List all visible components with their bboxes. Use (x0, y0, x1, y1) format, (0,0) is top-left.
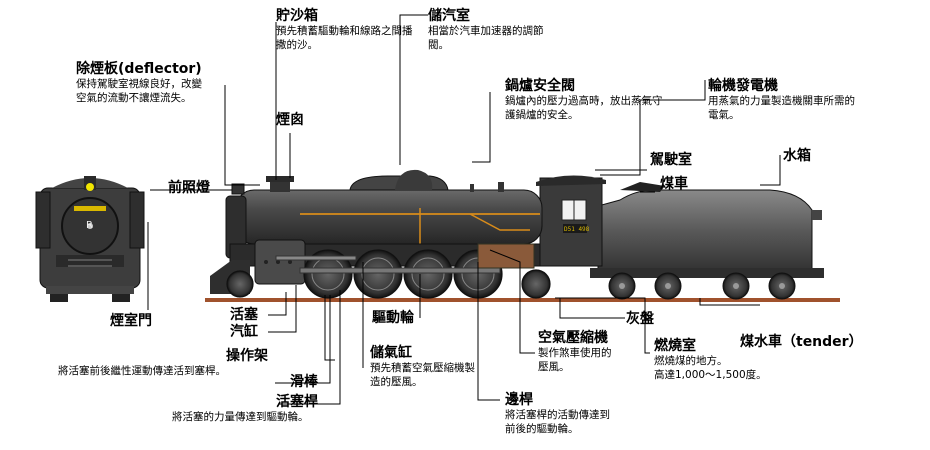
coal-bunker-title: 煤車 (660, 176, 688, 192)
rail (205, 298, 840, 302)
sand-box-desc: 預先積蓄驅動輪和線路之間播 撒的沙。 (276, 25, 413, 51)
label-cab: 駕駛室 (650, 152, 692, 168)
label-safety-valve: 鍋爐安全閥 鍋爐內的壓力過高時，放出蒸氣守 護鍋爐的安全。 (505, 78, 663, 122)
safety-valve-desc: 鍋爐內的壓力過高時，放出蒸氣守 護鍋爐的安全。 (505, 95, 663, 121)
tender-title: 煤水車（tender） (740, 334, 863, 350)
label-driving-wheel: 驅動輪 (372, 310, 414, 326)
label-ash-pan: 灰盤 (626, 311, 654, 327)
label-valve-gear-desc: 將活塞前後繼性運動傳達活到塞桿。 (58, 364, 226, 378)
front-view: R (35, 176, 145, 302)
air-reservoir-desc: 預先積蓄空氣壓縮機製 造的壓風。 (370, 362, 475, 388)
sand-box-title: 貯沙箱 (276, 8, 318, 24)
firebox-desc: 燃燒煤的地方。 高達1,000～1,500度。 (654, 355, 767, 381)
slide-bar-title: 滑棒 (290, 374, 318, 390)
loco-number-plate: D51 498 (564, 226, 590, 233)
air-reservoir-title: 儲氣缸 (370, 345, 412, 361)
deflector-title: 除煙板(deflector) (76, 61, 202, 77)
air-compressor-title: 空氣壓縮機 (538, 330, 608, 346)
steam-dome-desc: 相當於汽車加速器的調節 閥。 (428, 25, 544, 51)
headlight-title: 前照燈 (168, 180, 210, 196)
air-compressor-desc: 製作煞車使用的 壓風。 (538, 347, 612, 373)
valve-gear-desc: 將活塞前後繼性運動傳達活到塞桿。 (58, 365, 226, 377)
ash-pan-title: 灰盤 (626, 311, 654, 327)
front-headlight-icon (86, 183, 94, 191)
label-generator: 輪機發電機 用蒸氣的力量製造機關車所需的 電氣。 (708, 78, 855, 122)
label-smokebox-door: 煙室門 (110, 313, 152, 329)
piston-title: 活塞 (230, 307, 258, 323)
label-air-compressor: 空氣壓縮機 製作煞車使用的 壓風。 (538, 330, 612, 374)
piston-rod-title: 活塞桿 (276, 394, 318, 410)
generator-title: 輪機發電機 (708, 78, 778, 94)
safety-valve-title: 鍋爐安全閥 (505, 78, 575, 94)
label-piston-rod-desc: 將活塞的力量傳達到驅動輪。 (172, 410, 309, 424)
label-tender: 煤水車（tender） (740, 334, 863, 350)
label-sand-box: 貯沙箱 預先積蓄驅動輪和線路之間播 撒的沙。 (276, 8, 413, 52)
label-chimney: 煙囪 (276, 112, 304, 128)
valve-gear-title: 操作架 (226, 348, 268, 364)
label-side-rod: 邊桿 將活塞桿的活動傳達到 前後的驅動輪。 (505, 392, 610, 436)
label-piston: 活塞 (230, 307, 258, 323)
firebox-title: 燃燒室 (654, 338, 696, 354)
label-piston-rod: 活塞桿 (276, 394, 318, 410)
tender-body (590, 182, 824, 300)
label-steam-dome: 儲汽室 相當於汽車加速器的調節 閥。 (428, 8, 544, 52)
label-firebox: 燃燒室 燃燒煤的地方。 高達1,000～1,500度。 (654, 338, 767, 382)
deflector-desc: 保持駕駛室視線良好，改變 空氣的流動不讓煙流失。 (76, 78, 202, 104)
cab-title: 駕駛室 (650, 152, 692, 168)
generator-desc: 用蒸氣的力量製造機關車所需的 電氣。 (708, 95, 855, 121)
chimney-title: 煙囪 (276, 112, 304, 128)
label-deflector: 除煙板(deflector) 保持駕駛室視線良好，改變 空氣的流動不讓煙流失。 (76, 61, 202, 105)
piston-rod-desc: 將活塞的力量傳達到驅動輪。 (172, 411, 309, 423)
side-rod-desc: 將活塞桿的活動傳達到 前後的驅動輪。 (505, 409, 610, 435)
label-air-reservoir: 儲氣缸 預先積蓄空氣壓縮機製 造的壓風。 (370, 345, 475, 389)
cylinder-title: 汽缸 (230, 324, 258, 340)
label-headlight: 前照燈 (168, 180, 210, 196)
smokebox-door-title: 煙室門 (110, 313, 152, 329)
label-cylinder: 汽缸 (230, 324, 258, 340)
driving-wheel-title: 驅動輪 (372, 310, 414, 326)
label-valve-gear: 操作架 (196, 348, 268, 364)
svg-text:R: R (86, 220, 93, 231)
label-coal-bunker: 煤車 (660, 176, 688, 192)
steam-dome-title: 儲汽室 (428, 8, 470, 24)
leader-lines (147, 14, 781, 405)
label-slide-bar: 滑棒 (290, 374, 318, 390)
water-tank-title: 水箱 (783, 148, 811, 164)
label-water-tank: 水箱 (783, 148, 811, 164)
side-rod-title: 邊桿 (505, 392, 533, 408)
